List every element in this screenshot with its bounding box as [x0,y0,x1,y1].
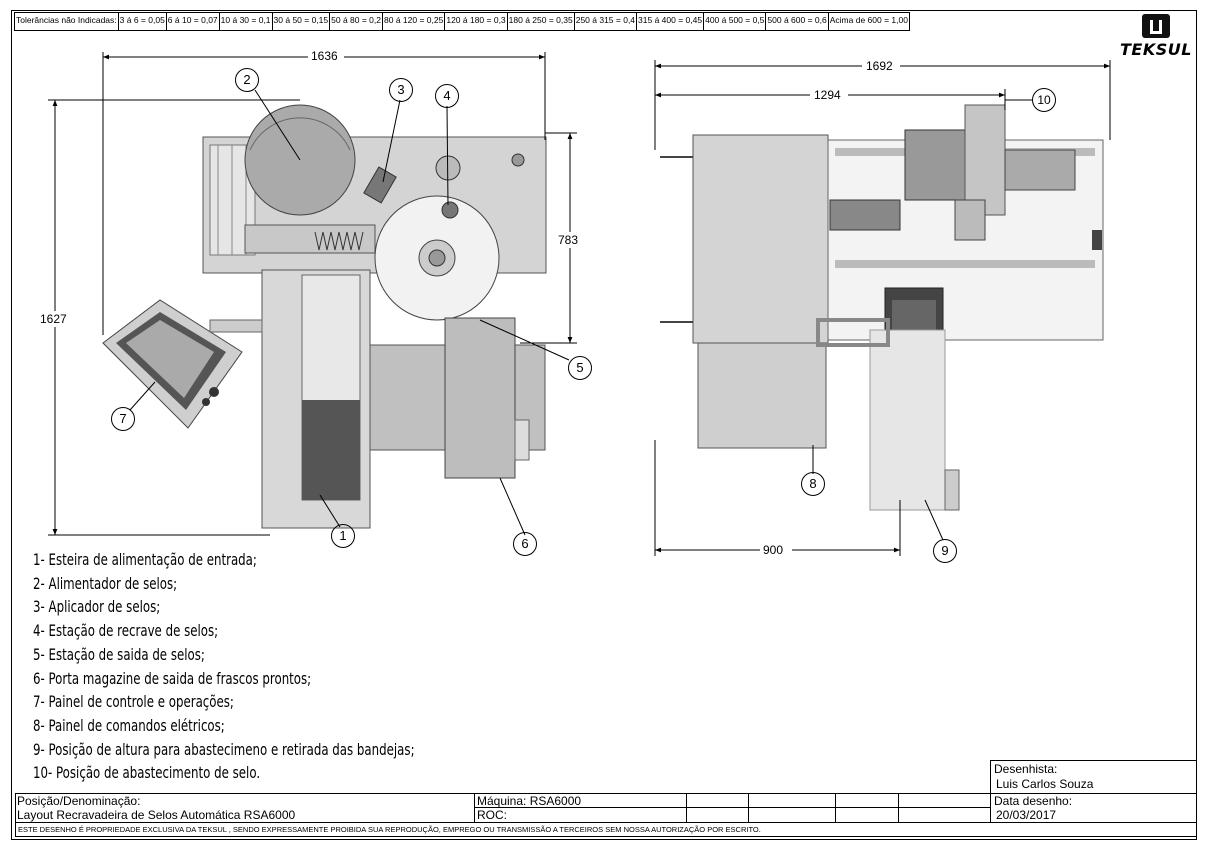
leader-lines [129,89,1032,541]
logo-mark-icon [1142,14,1170,38]
designer-label: Desenhista: [994,762,1058,776]
machine-grid-cell [748,793,836,808]
tolerance-item: 6 á 10 = 0,07 [167,13,220,30]
machine-label: Máquina: RSA6000 [477,794,582,808]
legend-item: 6- Porta magazine de saida de frascos pr… [33,668,312,688]
callout-3: 3 [389,78,413,102]
machine-grid-cell [835,793,899,808]
drawing-frame [11,10,1197,840]
teksul-logo: TEKSUL [1120,14,1198,60]
tolerance-item: 50 á 80 = 0,2 [330,13,384,30]
tolerance-item: 180 á 250 = 0,35 [508,13,575,30]
machine-grid-cell [686,807,749,823]
legend-item: 2- Alimentador de selos; [33,573,178,593]
callout-1: 1 [331,524,355,548]
callout-9: 9 [933,539,957,563]
callout-5: 5 [568,356,592,380]
position-value: Layout Recravadeira de Selos Automática … [17,808,296,822]
legend-item: 5- Estação de saida de selos; [33,644,205,664]
legend-item: 4- Estação de recrave de selos; [33,621,219,641]
callout-6: 6 [513,532,537,556]
tolerance-item: 400 á 500 = 0,5 [704,13,767,30]
callout-7: 7 [111,407,135,431]
date-label: Data desenho: [994,794,1073,808]
tolerance-item: 250 á 315 = 0,4 [575,13,638,30]
dim-side-sub-width: 1294 [814,88,841,102]
tolerance-item: 315 á 400 = 0,45 [637,13,705,30]
legend-item: 8- Painel de comandos elétricos; [33,715,225,735]
callout-8: 8 [801,472,825,496]
tolerance-item: 80 á 120 = 0,25 [383,13,446,30]
tolerance-label: Tolerâncias não Indicadas: [15,13,119,30]
front-view [102,104,547,529]
legend-item: 10- Posição de abastecimento de selo. [33,763,261,783]
dim-front-sub-height: 783 [558,233,579,247]
tolerance-item: 120 á 180 = 0,3 [445,13,508,30]
callout-10: 10 [1032,88,1056,112]
legend-item: 1- Esteira de alimentação de entrada; [33,550,257,569]
legend-item: 7- Painel de controle e operações; [33,692,234,712]
date-value: 20/03/2017 [996,808,1057,822]
position-label: Posição/Denominação: [17,794,141,808]
ownership-notice: ESTE DESENHO É PROPRIEDADE EXCLUSIVA DA … [18,825,761,834]
roc-label: ROC: [477,808,507,822]
legend-list: 1- Esteira de alimentação de entrada; 2-… [33,548,498,785]
machine-grid-cell [898,807,991,823]
legend-item: 9- Posição de altura para abastecimeno e… [33,739,415,759]
legend-item: 3- Aplicador de selos; [33,597,161,617]
machine-grid-cell [686,793,749,808]
tolerance-table: Tolerâncias não Indicadas: 3 á 6 = 0,05 … [14,12,910,31]
callout-4: 4 [435,84,459,108]
tolerance-item: 3 á 6 = 0,05 [119,13,167,30]
side-view [660,104,1104,511]
tolerance-item: Acima de 600 = 1,00 [829,15,908,25]
machine-grid-cell [748,807,836,823]
machine-grid-cell [835,807,899,823]
tolerance-item: 10 á 30 = 0,1 [220,13,273,30]
dim-front-height: 1627 [40,312,67,326]
dim-side-base: 900 [763,543,784,557]
machine-grid-cell [898,793,991,808]
tolerance-item: 500 á 600 = 0,6 [766,13,829,30]
dim-side-width: 1692 [866,59,893,73]
designer-name: Luis Carlos Souza [996,777,1094,791]
logo-wordmark: TEKSUL [1120,40,1192,59]
tolerance-item: 30 á 50 = 0,15 [273,13,331,30]
dim-front-width: 1636 [311,49,338,63]
callout-2: 2 [235,68,259,92]
footer-box [15,822,1197,837]
